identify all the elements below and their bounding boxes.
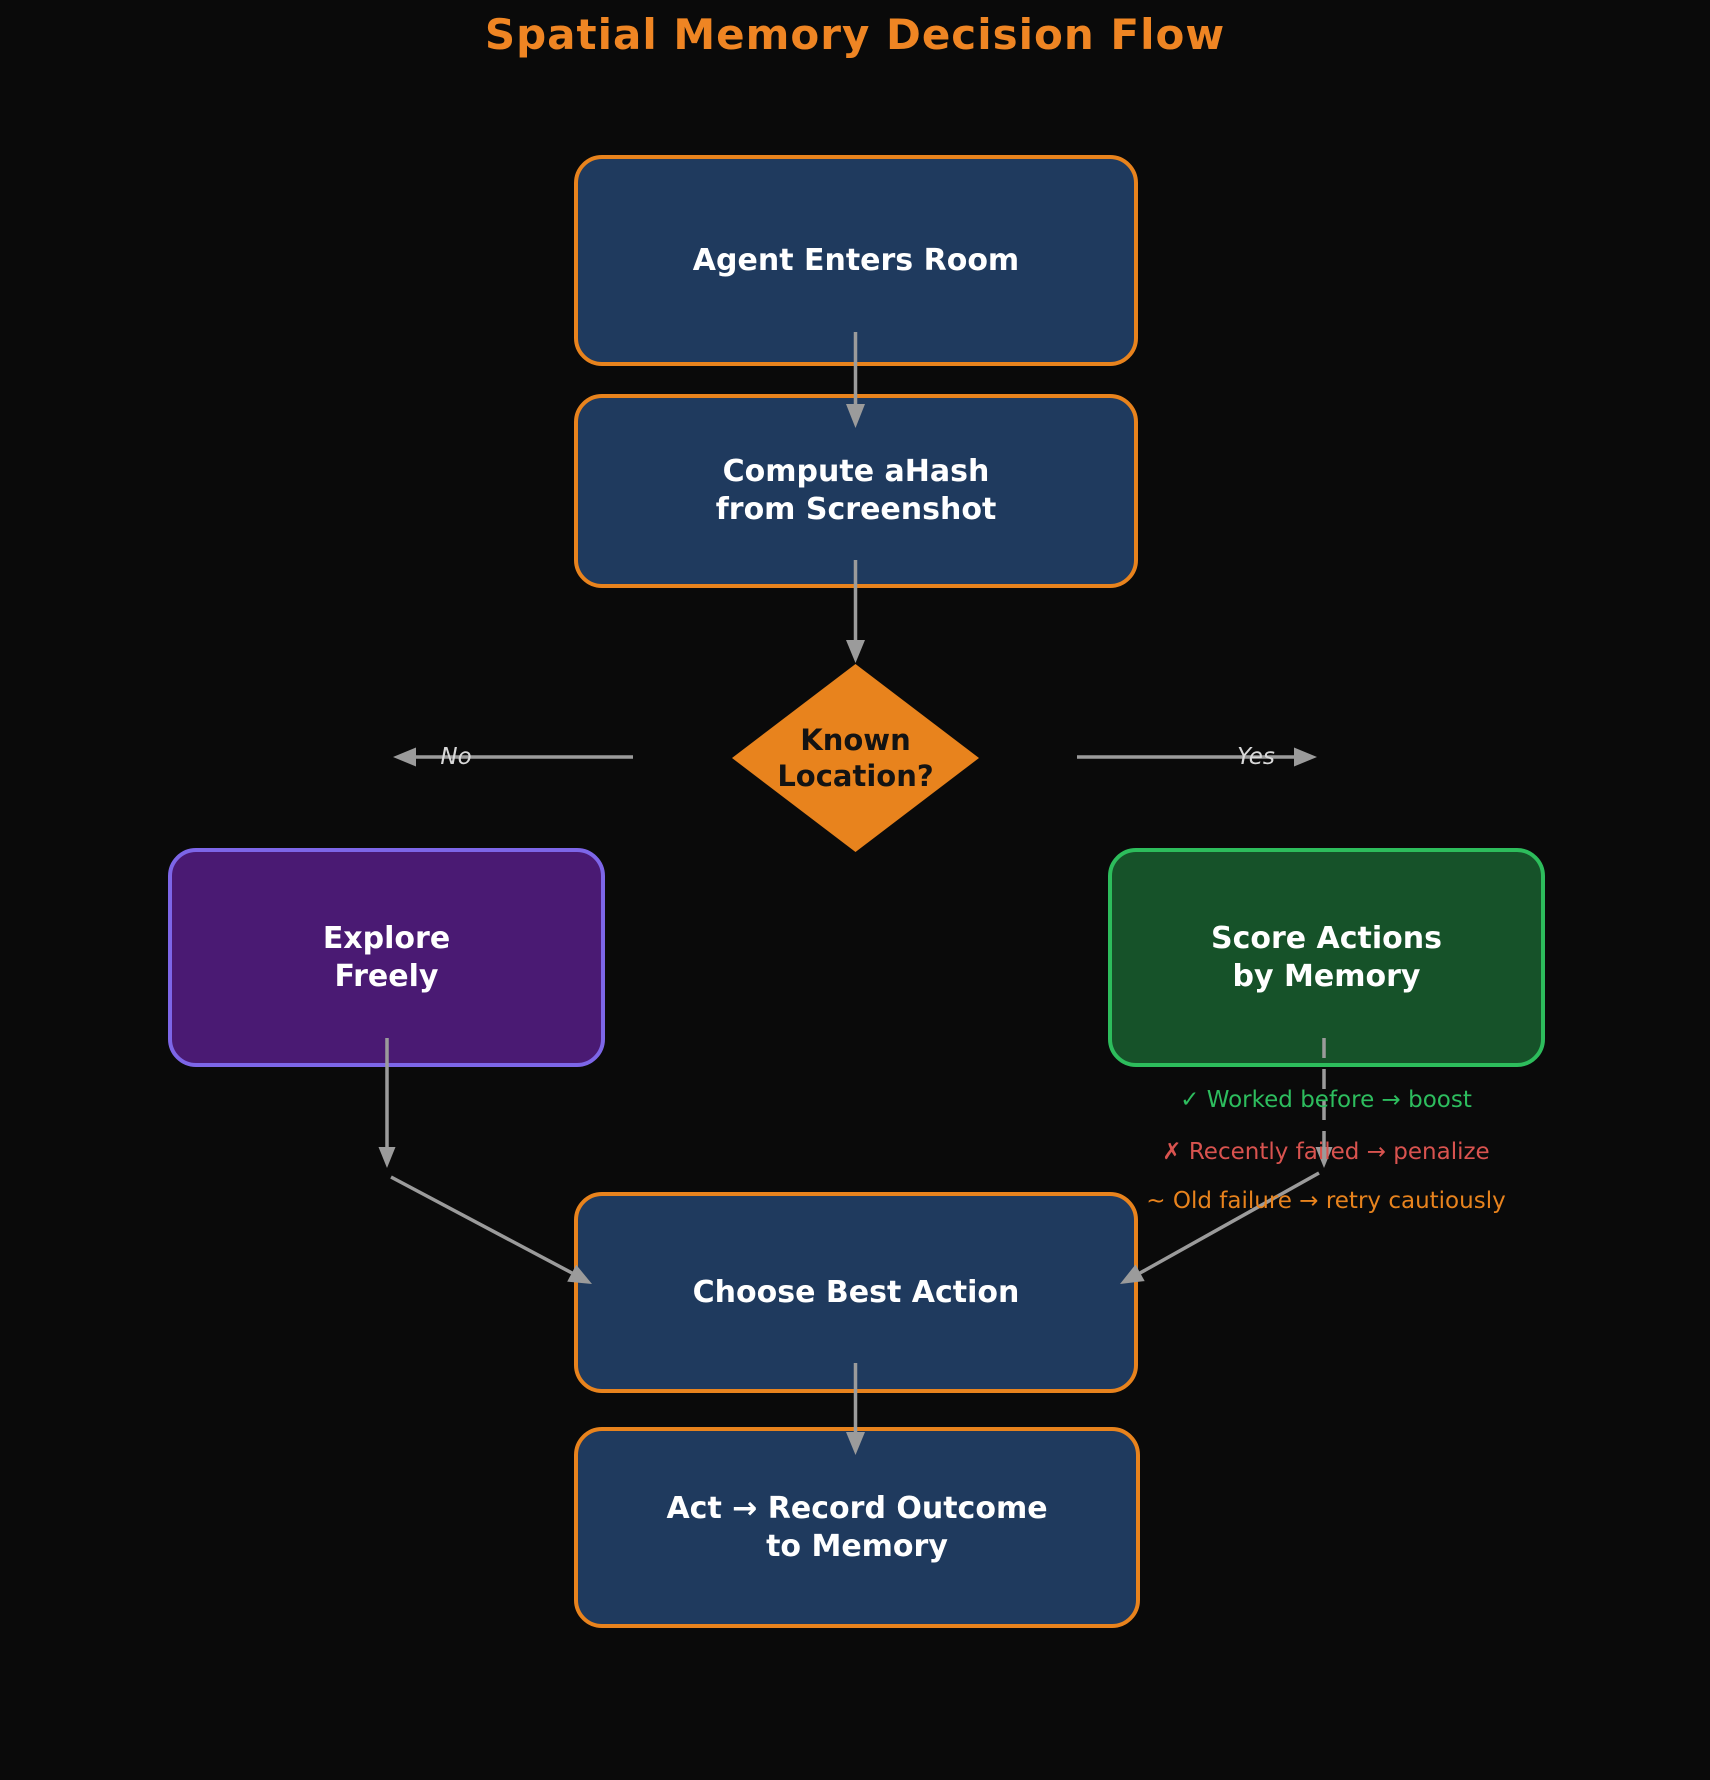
decision-known-location-line2: Location? — [777, 759, 934, 793]
page-title: Spatial Memory Decision Flow — [484, 10, 1226, 59]
node-act-record-outcome: Act → Record Outcome to Memory — [574, 1427, 1140, 1628]
node-act-record-outcome-line1: Act → Record Outcome — [666, 1490, 1048, 1526]
node-act-record-outcome-line2: to Memory — [766, 1528, 948, 1564]
decision-known-location-line1: Known — [800, 723, 911, 757]
node-explore-freely-line2: Freely — [334, 958, 439, 994]
node-choose-best-action: Choose Best Action — [574, 1192, 1138, 1393]
arrow-decision-yes — [1077, 747, 1317, 767]
arrow-decision-no — [393, 747, 633, 767]
node-agent-enters-room: Agent Enters Room — [574, 155, 1138, 366]
node-score-actions-line1: Score Actions — [1210, 920, 1443, 956]
decision-known-location: Known Location? — [732, 664, 979, 852]
annotation-recently-failed-penalize: ✗ Recently failed → penalize — [1162, 1139, 1490, 1165]
annotation-old-failure-retry: ~ Old failure → retry cautiously — [1146, 1188, 1506, 1214]
node-score-actions-line2: by Memory — [1232, 958, 1421, 994]
annotation-worked-before-boost: ✓ Worked before → boost — [1180, 1087, 1472, 1113]
node-explore-freely-line1: Explore — [322, 920, 451, 956]
node-score-actions: Score Actions by Memory — [1108, 848, 1545, 1067]
node-agent-enters-room-label: Agent Enters Room — [692, 242, 1020, 278]
edge-label-no: No — [440, 744, 472, 770]
edge-label-yes: Yes — [1237, 744, 1275, 770]
node-explore-freely: Explore Freely — [168, 848, 605, 1067]
node-compute-ahash: Compute aHash from Screenshot — [574, 394, 1138, 588]
node-compute-ahash-line1: Compute aHash — [722, 454, 990, 489]
node-choose-best-action-label: Choose Best Action — [692, 1274, 1020, 1310]
arrow-explore-to-choose — [390, 1175, 592, 1284]
node-compute-ahash-line2: from Screenshot — [715, 492, 997, 527]
